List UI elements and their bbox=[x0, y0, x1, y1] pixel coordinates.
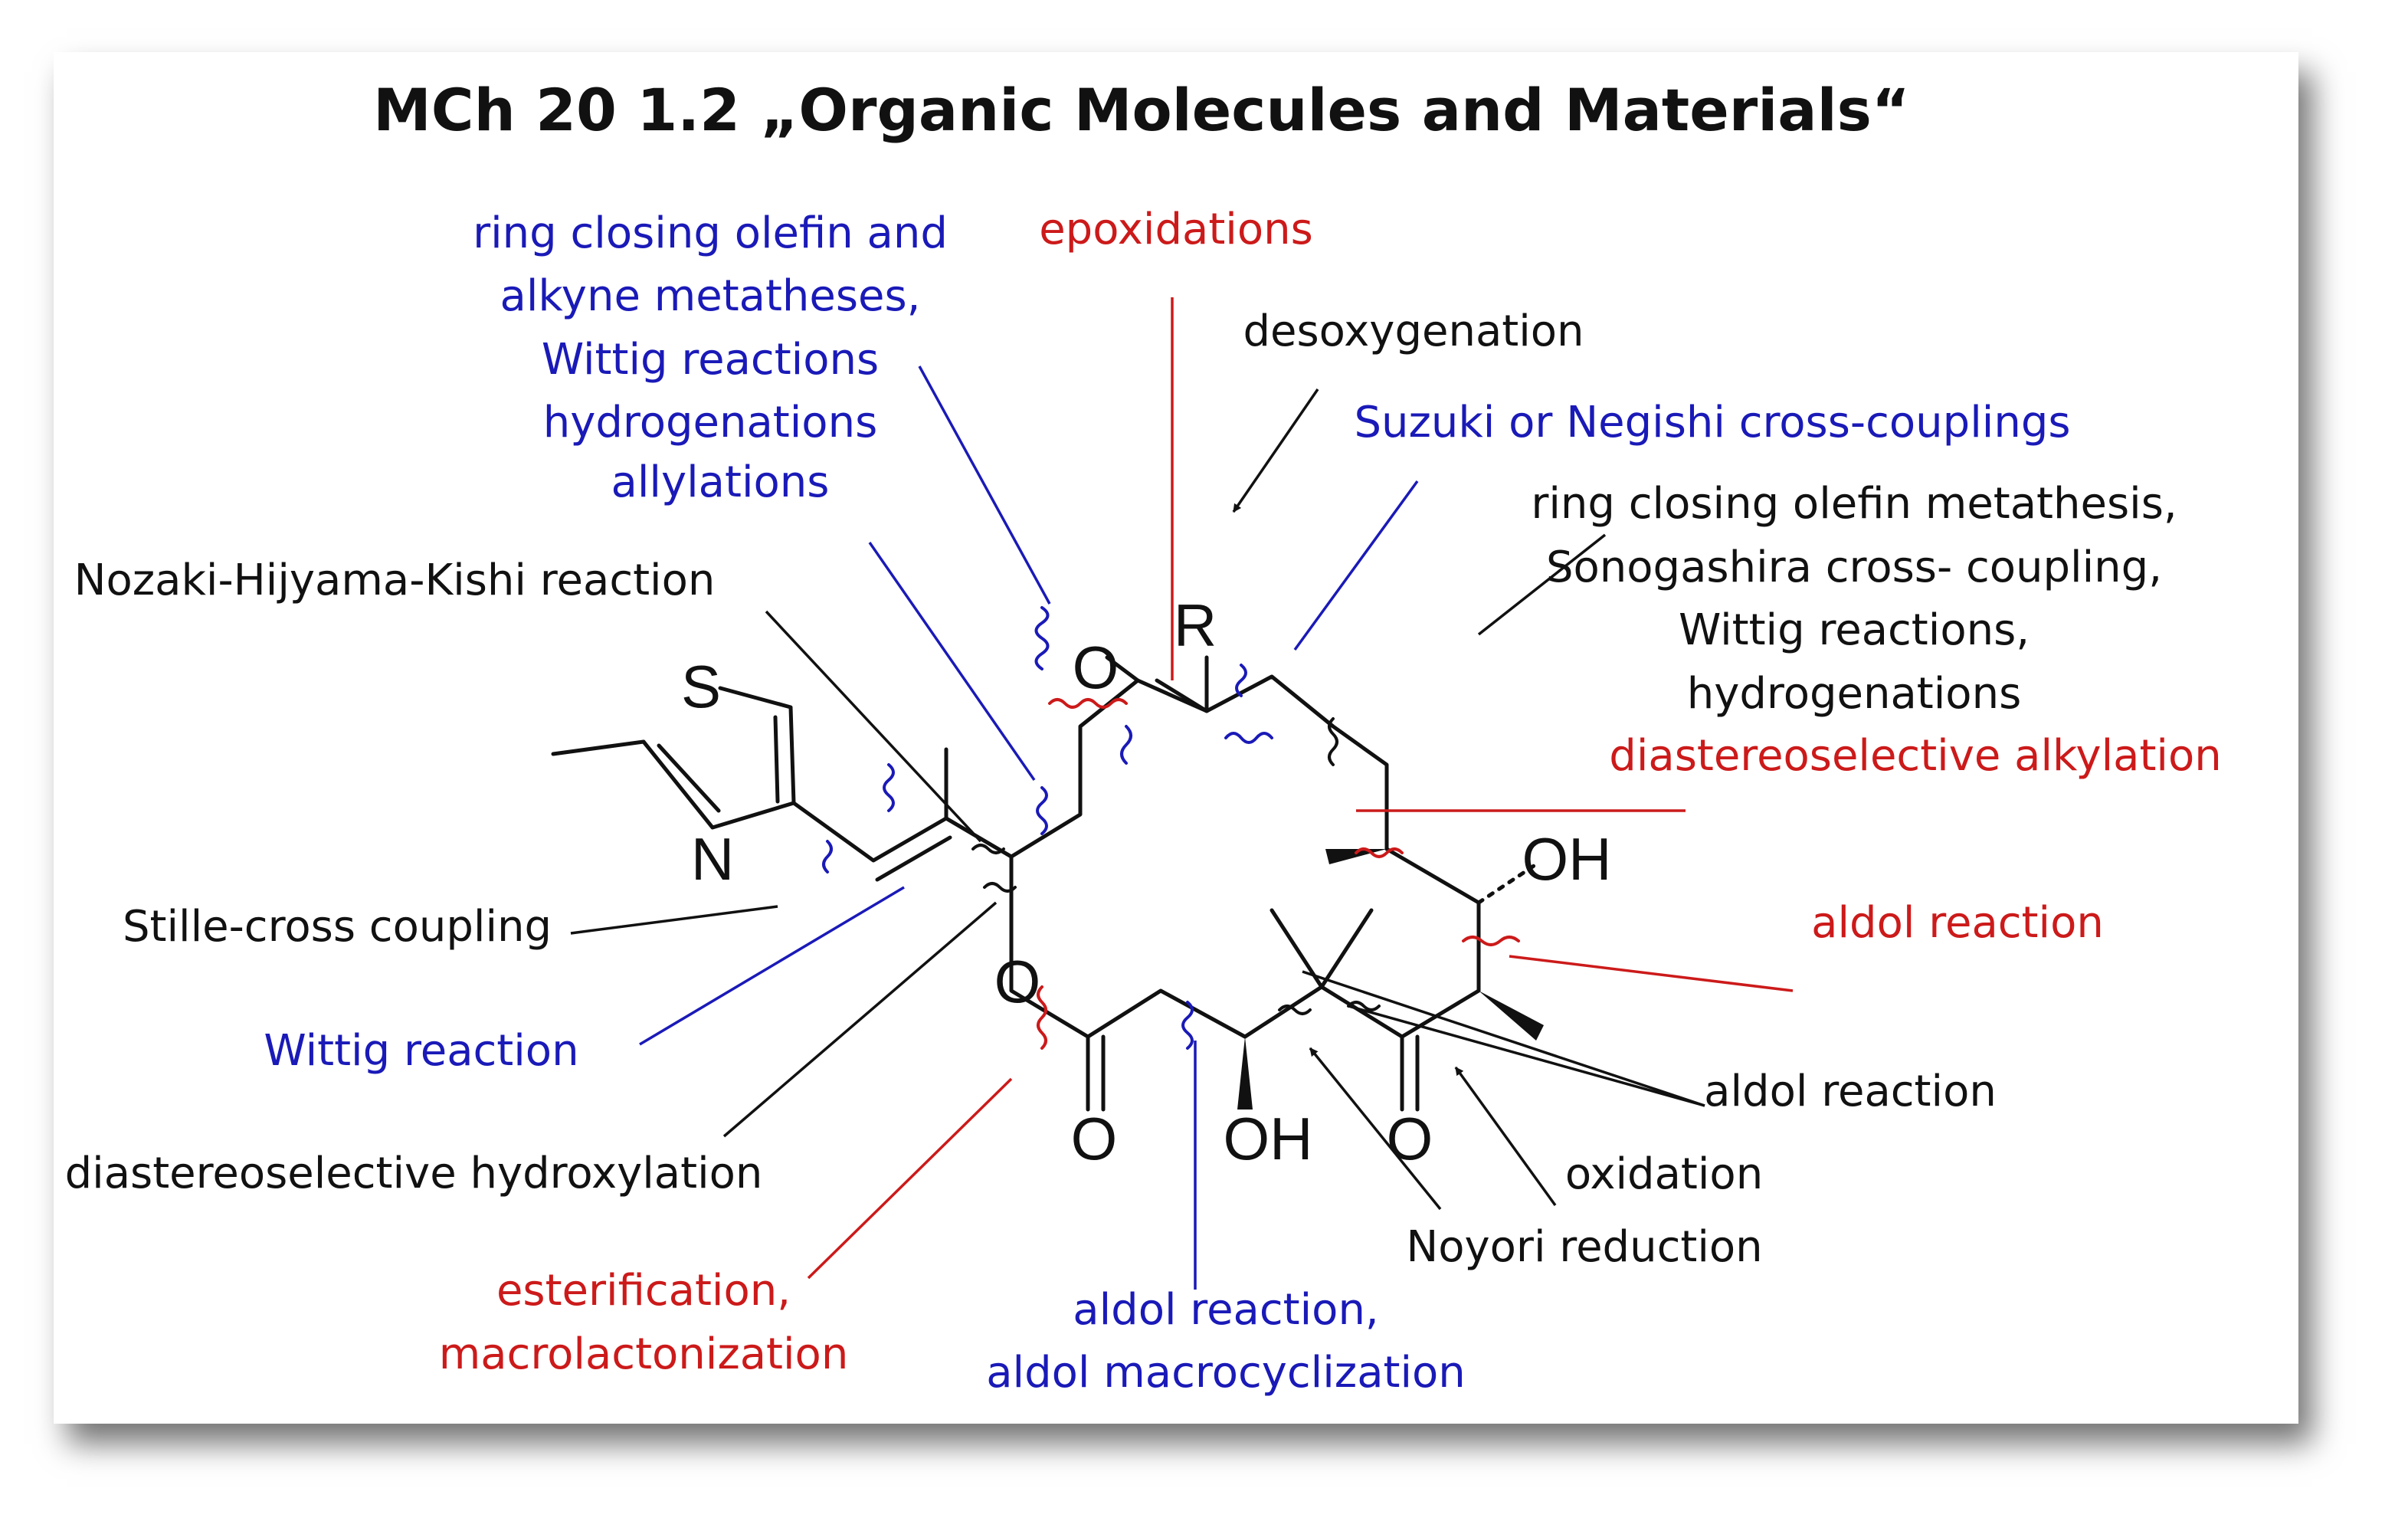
label-aldol-macro-2: aldol macrocyclization bbox=[986, 1348, 1466, 1398]
label-ring-closing-alkyne-5: allylations bbox=[611, 457, 830, 507]
thiazole-methyl bbox=[551, 739, 646, 756]
label-ring-closing-olefin-1: ring closing olefin metathesis, bbox=[1531, 479, 2177, 529]
leader-lines bbox=[570, 297, 1794, 1290]
atom-n: N bbox=[691, 825, 734, 893]
label-noyori: Noyori reduction bbox=[1406, 1222, 1762, 1272]
label-stille: Stille-cross coupling bbox=[123, 902, 552, 952]
gem-dimethyl bbox=[1270, 908, 1374, 989]
atom-o-carbonyl-1: O bbox=[1071, 1105, 1118, 1172]
side-chain bbox=[791, 801, 1014, 863]
label-aldol-lower-right: aldol reaction bbox=[1704, 1067, 1997, 1116]
carbonyl2-bond bbox=[1400, 1034, 1420, 1112]
epoxide-o-bonds bbox=[1105, 655, 1209, 713]
macrocycle-left bbox=[1009, 674, 1481, 1039]
label-ring-closing-olefin-2: Sonogashira cross- coupling, bbox=[1546, 542, 2162, 592]
atom-oh-top: OH bbox=[1522, 825, 1612, 893]
retrosynthesis-diagram: MCh 20 1.2 „Organic Molecules and Materi… bbox=[65, 76, 2222, 1398]
label-epoxidations: epoxidations bbox=[1039, 205, 1313, 254]
label-diastereo-hydroxylation: diastereoselective hydroxylation bbox=[65, 1149, 763, 1198]
thiazole-double-bond-cn bbox=[657, 743, 721, 813]
label-nozaki: Nozaki-Hijyama-Kishi reaction bbox=[74, 556, 716, 605]
label-ring-closing-alkyne-3: Wittig reactions bbox=[542, 335, 879, 385]
label-desoxygenation: desoxygenation bbox=[1243, 306, 1584, 356]
atom-o-epoxide: O bbox=[1073, 634, 1119, 701]
side-chain-double-bond bbox=[875, 835, 952, 882]
label-esterification-1: esterification, bbox=[496, 1266, 791, 1316]
label-wittig-reaction: Wittig reaction bbox=[264, 1026, 578, 1076]
atom-r: R bbox=[1174, 592, 1217, 659]
atom-o-ester: O bbox=[994, 948, 1041, 1015]
label-aldol-right: aldol reaction bbox=[1811, 898, 2104, 948]
label-ring-closing-olefin-3: Wittig reactions, bbox=[1679, 605, 2030, 655]
disconnection-marks bbox=[822, 606, 1520, 1050]
label-ring-closing-alkyne-4: hydrogenations bbox=[543, 398, 878, 447]
atom-s: S bbox=[681, 653, 721, 720]
page-title: MCh 20 1.2 „Organic Molecules and Materi… bbox=[373, 76, 1910, 144]
label-ring-closing-alkyne-1: ring closing olefin and bbox=[473, 208, 948, 258]
thiazole-double-bond-cc bbox=[773, 715, 780, 804]
oh-top-bond bbox=[1476, 862, 1538, 905]
label-oxidation: oxidation bbox=[1565, 1149, 1763, 1199]
label-diastereo-alkylation: diastereoselective alkylation bbox=[1609, 731, 2221, 781]
atom-oh-bottom: OH bbox=[1224, 1105, 1313, 1172]
carbonyl1-bond bbox=[1086, 1034, 1106, 1112]
diagram-card: MCh 20 1.2 „Organic Molecules and Materi… bbox=[54, 52, 2298, 1424]
label-ring-closing-olefin-4: hydrogenations bbox=[1687, 669, 2022, 719]
label-aldol-macro-1: aldol reaction, bbox=[1073, 1285, 1378, 1335]
label-suzuki: Suzuki or Negishi cross-couplings bbox=[1354, 398, 2070, 447]
atom-o-carbonyl-2: O bbox=[1387, 1105, 1433, 1172]
molecule-skeleton bbox=[551, 655, 1538, 1112]
label-esterification-2: macrolactonization bbox=[439, 1329, 849, 1379]
label-ring-closing-alkyne-2: alkyne metatheses, bbox=[500, 271, 921, 321]
